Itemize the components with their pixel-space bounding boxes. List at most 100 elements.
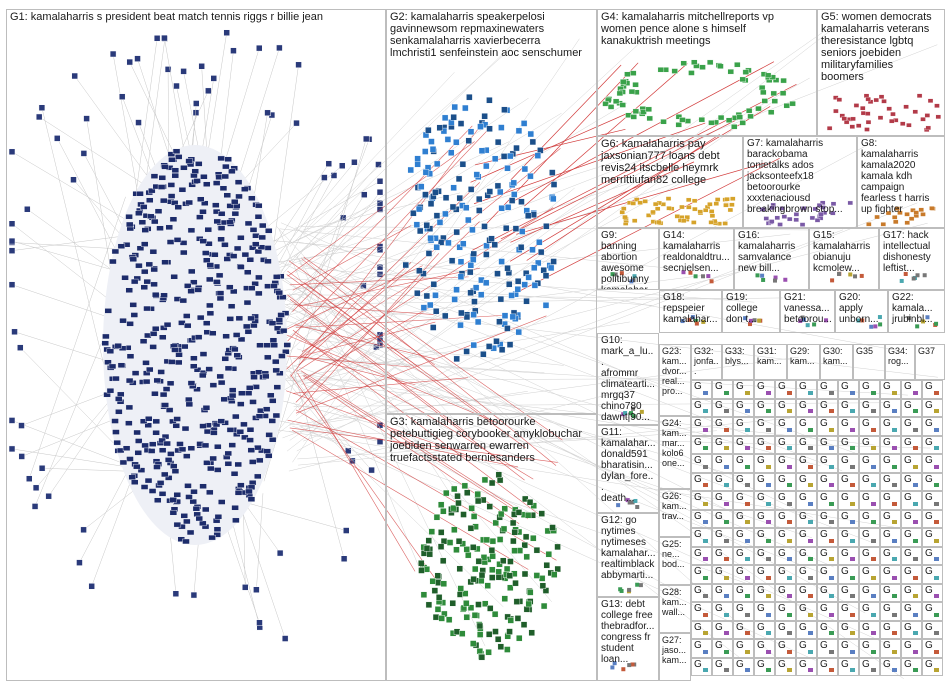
group-box-g22: G22: kamala... jrubinbl... xyxy=(888,290,945,333)
node xyxy=(148,488,157,494)
node xyxy=(724,649,729,654)
node xyxy=(515,127,523,135)
small-group-label: G xyxy=(736,621,744,633)
node xyxy=(8,247,16,254)
node xyxy=(279,327,288,334)
small-group-label: G xyxy=(883,640,891,651)
node xyxy=(136,245,145,251)
small-group-label: G xyxy=(925,436,933,448)
small-group-box: G xyxy=(754,639,775,658)
edge xyxy=(296,255,486,647)
node xyxy=(466,93,473,101)
node xyxy=(126,321,134,327)
node xyxy=(892,520,897,524)
small-group-label: G xyxy=(778,547,786,559)
node xyxy=(463,204,470,211)
node xyxy=(766,612,771,617)
small-group-box: G xyxy=(691,509,712,528)
small-group-box: G xyxy=(775,491,796,510)
node xyxy=(176,441,184,447)
node xyxy=(724,409,729,413)
small-group-label: G xyxy=(820,603,828,614)
edge-red xyxy=(303,256,563,441)
small-group-box: G xyxy=(838,472,859,491)
node xyxy=(488,235,495,242)
small-group-label: G xyxy=(736,584,744,596)
small-group-box: G xyxy=(754,583,775,602)
node xyxy=(259,222,267,229)
node xyxy=(427,301,434,309)
small-group-box: G xyxy=(754,546,775,565)
small-group-box: G xyxy=(775,417,796,436)
node xyxy=(871,631,876,635)
small-group-label: G xyxy=(820,529,828,540)
node xyxy=(473,171,481,178)
edge xyxy=(282,229,844,439)
node xyxy=(236,429,245,435)
node xyxy=(766,631,771,635)
node xyxy=(191,168,199,174)
edge-red xyxy=(302,321,436,356)
node xyxy=(161,164,169,170)
small-group-box: G xyxy=(691,620,712,639)
small-group-label: G xyxy=(736,510,744,522)
node xyxy=(242,323,251,330)
edge xyxy=(287,378,683,381)
node xyxy=(469,226,476,234)
group-box-g33: G33: blys... xyxy=(722,344,754,380)
node xyxy=(190,355,198,361)
node xyxy=(232,413,240,420)
small-group-label: G xyxy=(925,418,933,429)
small-group-box: G xyxy=(901,602,922,621)
small-group-label: G xyxy=(799,455,807,466)
small-group-box: G xyxy=(775,509,796,528)
node xyxy=(913,409,918,413)
node xyxy=(101,340,109,346)
small-group-box: G xyxy=(817,454,838,473)
node xyxy=(151,218,159,225)
small-group-label: G xyxy=(715,603,723,614)
small-group-label: G xyxy=(904,621,912,633)
node xyxy=(871,464,876,469)
node xyxy=(233,352,241,358)
small-group-label: G xyxy=(757,603,765,614)
edge-red xyxy=(287,141,475,277)
small-group-label: G xyxy=(778,455,786,466)
node xyxy=(850,631,855,635)
small-group-label: G xyxy=(799,547,807,559)
small-group-box: G xyxy=(817,546,838,565)
small-group-box: G xyxy=(817,528,838,547)
node xyxy=(491,155,499,163)
node xyxy=(183,322,192,329)
small-group-box: G xyxy=(712,380,733,399)
edge-red xyxy=(513,61,775,202)
group-label-g28: G28: kam... wall... xyxy=(662,587,687,617)
node xyxy=(197,196,205,202)
node xyxy=(282,349,290,355)
node xyxy=(128,474,136,480)
small-group-box: G xyxy=(838,583,859,602)
node xyxy=(174,154,183,160)
small-group-label: G xyxy=(862,566,870,577)
node xyxy=(195,161,203,167)
node xyxy=(510,179,518,187)
node xyxy=(432,292,439,299)
small-group-box: G xyxy=(796,565,817,584)
small-group-box: G xyxy=(817,509,838,528)
node xyxy=(550,195,557,203)
edge-red xyxy=(300,355,416,386)
small-group-box: G xyxy=(817,435,838,454)
node xyxy=(106,348,115,354)
node xyxy=(465,137,472,144)
node xyxy=(745,594,750,598)
small-group-label: G xyxy=(715,621,723,633)
node xyxy=(498,205,505,212)
edge xyxy=(300,222,928,385)
node xyxy=(150,281,158,288)
node xyxy=(234,490,243,496)
node xyxy=(210,430,218,436)
node xyxy=(787,668,792,672)
node xyxy=(136,190,144,197)
node xyxy=(272,367,280,374)
